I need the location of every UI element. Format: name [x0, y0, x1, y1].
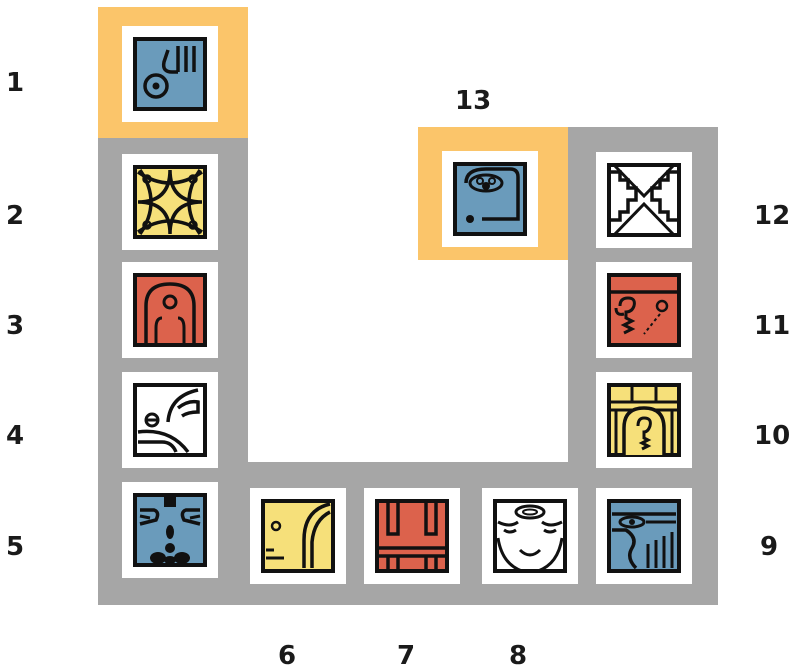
label-5: 5 [6, 534, 24, 560]
glyph-card-8 [482, 488, 578, 584]
label-3: 3 [6, 313, 24, 339]
glyph-card-1 [122, 26, 218, 122]
label-12: 12 [754, 203, 790, 229]
label-8: 8 [509, 643, 527, 669]
arch-glyph-icon [132, 272, 208, 348]
pillars-glyph-icon [374, 498, 450, 574]
label-1: 1 [6, 70, 24, 96]
smile-glyph-icon [492, 498, 568, 574]
glyph-card-2 [122, 154, 218, 250]
stepped-glyph-icon [606, 162, 682, 238]
face-glyph-icon [132, 492, 208, 568]
curl-glyph-icon [606, 272, 682, 348]
glyph-card-4 [122, 372, 218, 468]
glyph-card-3 [122, 262, 218, 358]
star-glyph-icon [132, 164, 208, 240]
label-13: 13 [455, 88, 491, 114]
shell-glyph-icon [452, 161, 528, 237]
wind-glyph-icon [132, 382, 208, 458]
glyph-card-6 [250, 488, 346, 584]
label-11: 11 [754, 313, 790, 339]
eye-glyph-icon [606, 498, 682, 574]
label-6: 6 [278, 643, 296, 669]
label-10: 10 [754, 423, 790, 449]
glyph-card-11 [596, 262, 692, 358]
label-4: 4 [6, 423, 24, 449]
bell-glyph-icon [606, 382, 682, 458]
profile-glyph-icon [260, 498, 336, 574]
glyph-card-10 [596, 372, 692, 468]
glyph-card-13 [442, 151, 538, 247]
glyph-card-7 [364, 488, 460, 584]
glyph-card-5 [122, 482, 218, 578]
glyph-card-9 [596, 488, 692, 584]
label-2: 2 [6, 203, 24, 229]
hand-glyph-icon [132, 36, 208, 112]
label-9: 9 [760, 534, 778, 560]
glyph-card-12 [596, 152, 692, 248]
label-7: 7 [397, 643, 415, 669]
